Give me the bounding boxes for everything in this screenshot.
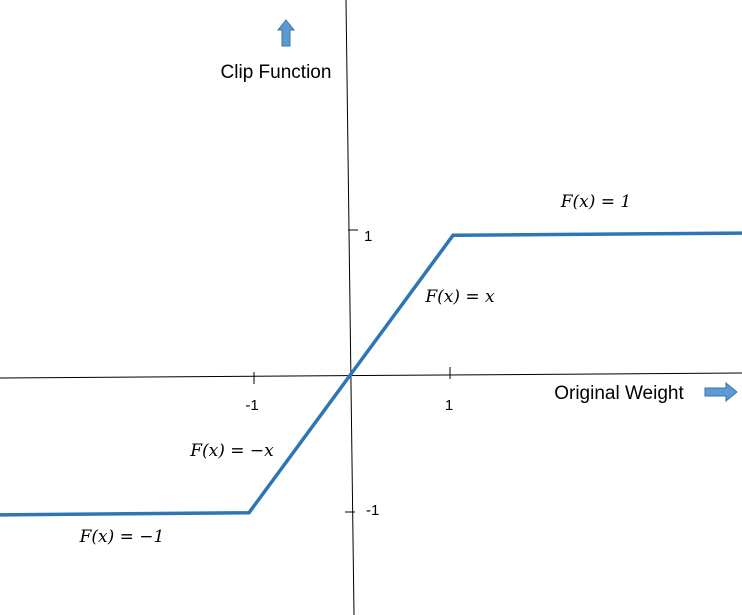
x-tick-label-pos1: 1	[445, 397, 453, 414]
y-tick-label-neg1: -1	[366, 502, 379, 519]
y-axis	[345, 0, 355, 615]
series-line	[0, 231, 742, 517]
y-tick-label-pos1: 1	[364, 228, 372, 245]
annotation-lower: F(x) = −1	[79, 527, 165, 547]
annotation-positive-slope: F(x) = x	[424, 287, 495, 307]
annotation-upper: F(x) = 1	[560, 192, 632, 212]
x-axis	[0, 372, 742, 379]
x-tick-label-neg1: -1	[245, 397, 258, 414]
y-axis-label: Clip Function	[221, 62, 332, 83]
annotation-negative-slope: F(x) = −x	[189, 441, 274, 461]
right-arrow-icon	[704, 381, 738, 403]
up-arrow-icon	[276, 19, 296, 47]
x-axis-label: Original Weight	[554, 383, 684, 404]
